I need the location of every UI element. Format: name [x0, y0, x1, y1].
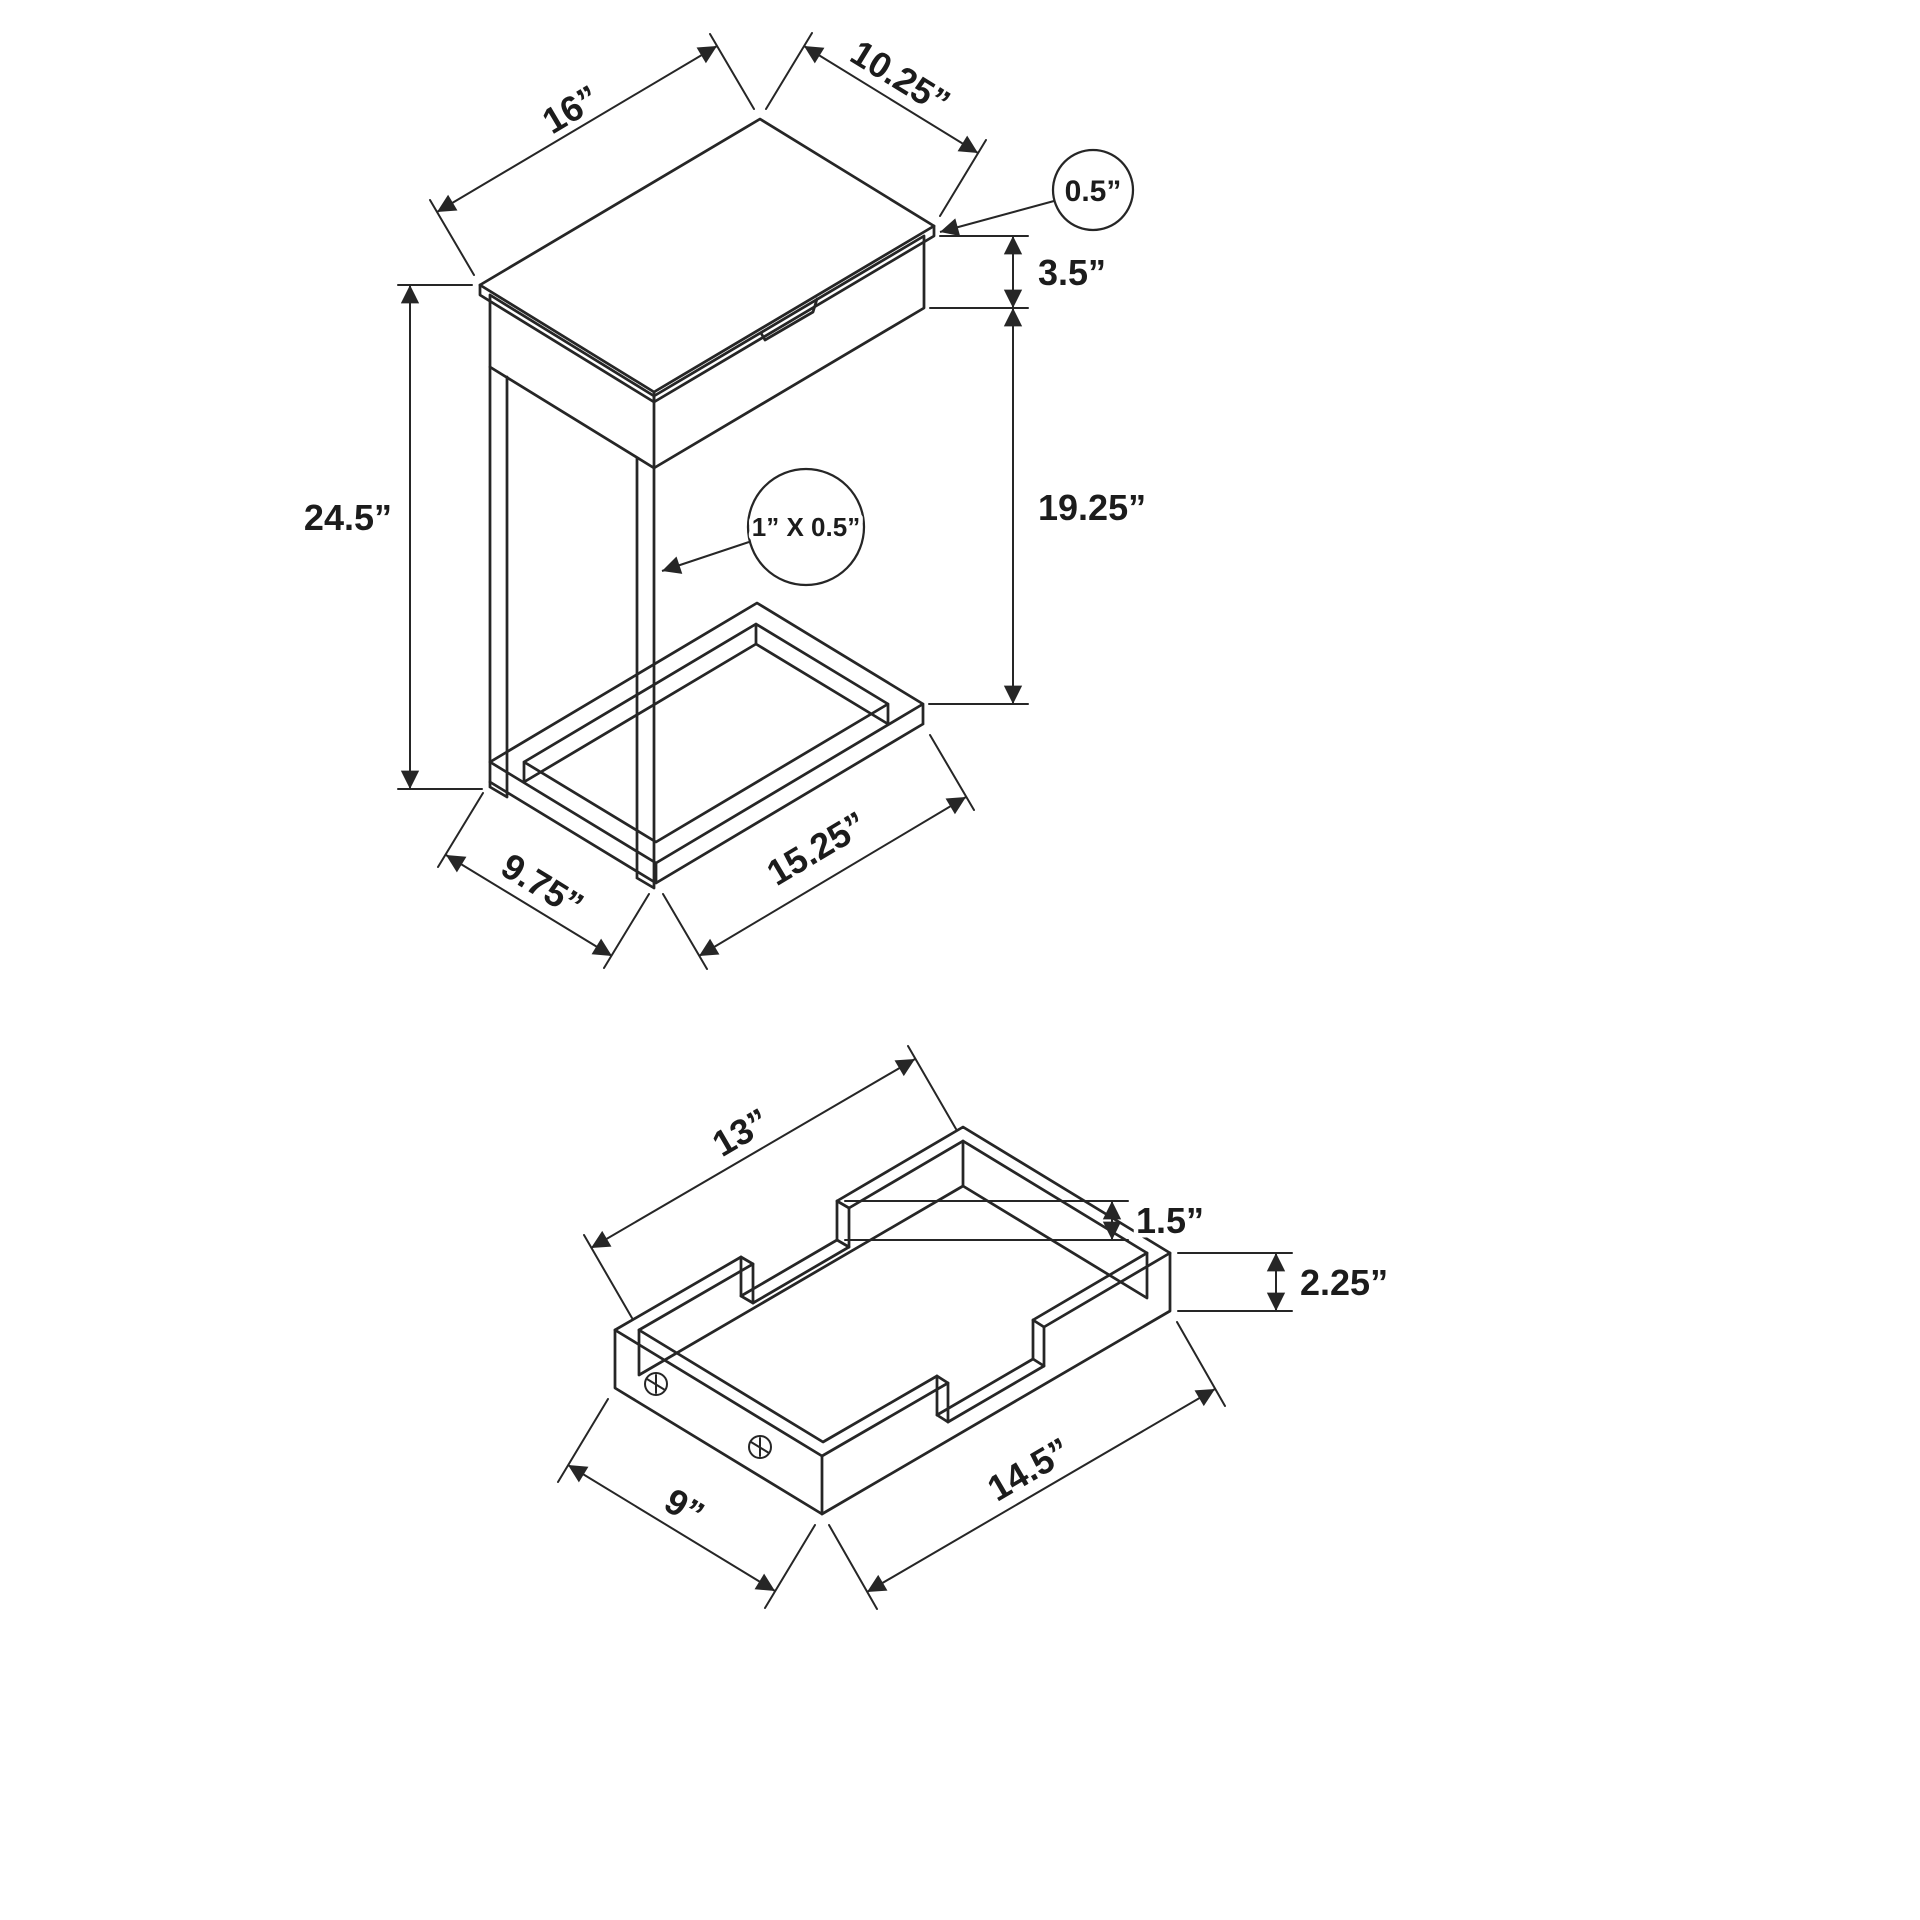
dim-label-notch-depth: 1.5”: [1136, 1200, 1204, 1241]
frame-base-outer: [488, 601, 925, 885]
frame-posts: [488, 365, 656, 890]
drawer-notch-edges: [739, 1199, 1046, 1424]
dim-label-outer-depth: 9”: [658, 1480, 712, 1535]
dim-label-overall-height: 24.5”: [304, 497, 392, 538]
callout-top-thickness: 0.5”: [939, 148, 1135, 237]
dim-label-top-width: 16”: [535, 77, 606, 142]
dim-label-tube-size: 1” X 0.5”: [752, 512, 860, 542]
dim-notch-depth: 1.5”: [844, 1196, 1209, 1246]
callout-circle: [746, 467, 866, 587]
drawer-box: [488, 234, 926, 470]
dim-label-top-thickness: 0.5”: [1065, 175, 1122, 208]
table-top-face: [478, 117, 936, 394]
callout-circle: [1051, 148, 1135, 232]
screw-icon: [644, 1372, 668, 1396]
dim-overall-height: 24.5”: [299, 284, 483, 790]
callout-tube-size: 1” X 0.5”: [661, 467, 866, 587]
drawer-handle-notch: [759, 297, 819, 342]
screw-icon: [748, 1435, 772, 1459]
dim-label-base-width: 15.25”: [760, 803, 874, 893]
drawer-outer-shell: [613, 1125, 1172, 1458]
dim-label-inner-width: 13”: [705, 1100, 776, 1165]
dim-label-side-height: 2.25”: [1300, 1262, 1388, 1303]
table-view: 16” 10.25” 0.5” 3.5” 19.25”: [299, 27, 1151, 970]
dim-clearance: 19.25”: [928, 308, 1151, 705]
dim-drawer-height: 3.5”: [929, 235, 1111, 309]
dim-outer-width: 14.5”: [828, 1321, 1226, 1610]
drawer-inner-rim: [637, 1139, 1149, 1444]
dim-top-width: 16”: [429, 33, 755, 276]
dim-side-height: 2.25”: [1177, 1252, 1393, 1312]
dim-inner-width: 13”: [583, 1045, 957, 1319]
frame-base-inner: [522, 622, 890, 844]
dim-label-top-depth: 10.25”: [844, 32, 958, 123]
dim-label-clearance: 19.25”: [1038, 487, 1146, 528]
drawer-interior: [637, 1139, 1149, 1377]
dim-top-depth: 10.25”: [765, 27, 987, 217]
drawer-outer-walls: [613, 1251, 1172, 1516]
table-top-thickness: [478, 224, 936, 404]
dim-label-drawer-height: 3.5”: [1038, 252, 1106, 293]
drawer-view: 13” 1.5” 2.25” 9” 14.5”: [557, 1045, 1393, 1610]
